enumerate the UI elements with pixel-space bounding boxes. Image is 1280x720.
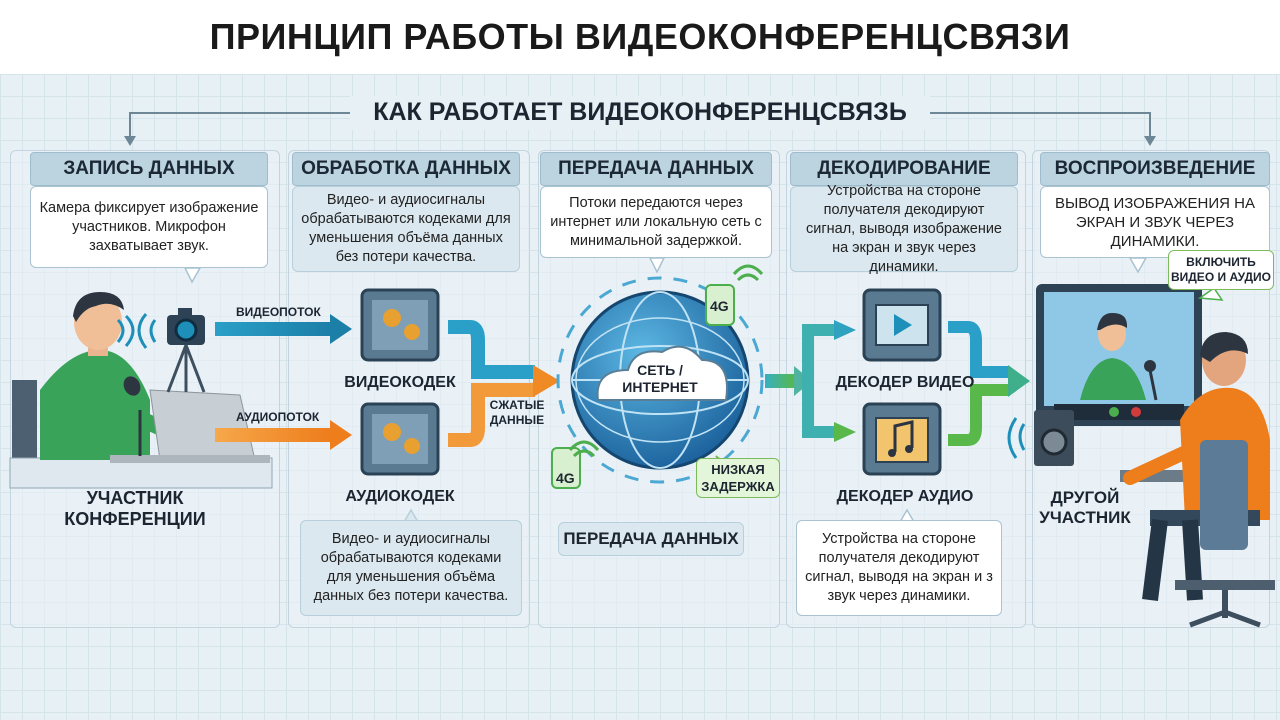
step-text-transmission: Потоки передаются через интернет или лок… [540,186,772,258]
step-header-decoding: ДЕКОДИРОВАНИЕ [790,152,1018,186]
audio-decoder-label: ДЕКОДЕР АУДИО [836,488,974,505]
step-header-processing: ОБРАБОТКА ДАННЫХ [292,152,520,186]
video-decoder-chip [862,288,942,362]
step-header-playback: ВОСПРОИЗВЕДЕНИЕ [1040,152,1270,186]
audio-codec-chip [360,402,440,476]
step-text-capture: Камера фиксирует изображение участников.… [30,186,268,268]
low-latency-tag: НИЗКАЯ ЗАДЕРЖКА [696,458,780,498]
4g-label-top: 4G [710,298,729,314]
4g-icon-top [705,264,764,326]
audio-codec-label: АУДИОКОДЕК [345,488,455,505]
video-codec-label: ВИДЕОКОДЕК [344,374,456,391]
step-header-transmission: ПЕРЕДАЧА ДАННЫХ [540,152,772,186]
speaker-illustration [1007,410,1074,466]
step-text-decoding: Устройства на стороне получателя декодир… [790,183,1018,275]
participant-illustration [9,292,273,489]
network-label: СЕТЬ / ИНТЕРНЕТ [622,362,698,395]
subtitle: КАК РАБОТАЕТ ВИДЕОКОНФЕРЕНЦСВЯЗЬ [373,98,907,126]
4g-icon-bottom [551,440,600,489]
video-decoder-label: ДЕКОДЕР ВИДЕО [835,374,975,391]
video-codec-chip [360,288,440,362]
4g-label-bottom: 4G [556,470,575,486]
network-globe [556,276,764,484]
participant-label: УЧАСТНИК КОНФЕРЕНЦИИ [64,488,206,529]
remote-screen [1036,284,1202,426]
camera-illustration [137,308,206,393]
audio-stream-label: АУДИОПОТОК [236,410,320,424]
enable-av-bubble: ВКЛЮЧИТЬ ВИДЕО И АУДИО [1168,250,1274,290]
other-participant-illustration [1120,332,1275,628]
step-text-processing: Видео- и аудиосигналы обрабатываются код… [292,186,520,272]
audio-decoder-chip [862,402,942,476]
codec-note: Видео- и аудиосигналы обрабатываются код… [300,520,522,616]
page-title: ПРИНЦИП РАБОТЫ ВИДЕОКОНФЕРЕНЦСВЯЗИ [0,0,1280,74]
other-participant-label: ДРУГОЙ УЧАСТНИК [1039,488,1131,527]
transmission-tag: ПЕРЕДАЧА ДАННЫХ [558,522,744,556]
step-text-playback: ВЫВОД ИЗОБРАЖЕНИЯ НА ЭКРАН И ЗВУК ЧЕРЕЗ … [1040,186,1270,258]
decoder-note: Устройства на стороне получателя декодир… [796,520,1002,616]
compressed-data-label: СЖАТЫЕ ДАННЫЕ [489,398,545,427]
video-stream-label: ВИДЕОПОТОК [236,305,321,319]
step-header-capture: ЗАПИСЬ ДАННЫХ [30,152,268,186]
